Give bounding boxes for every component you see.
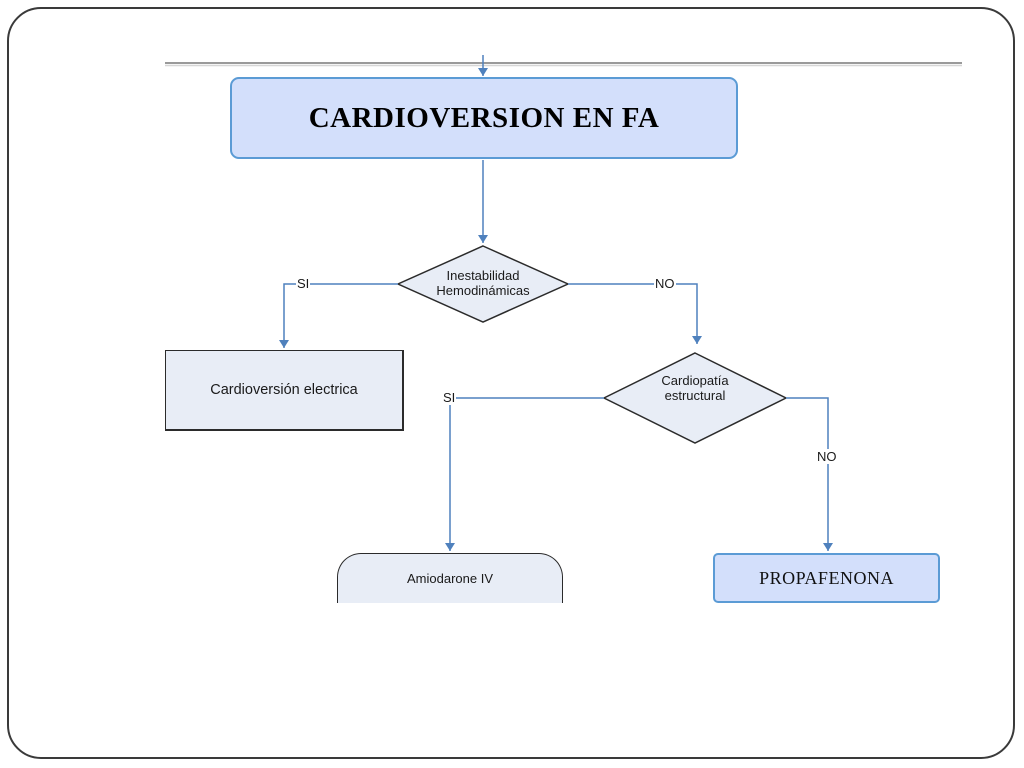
decision-1-line-2: Hemodinámicas xyxy=(436,283,530,298)
arrow-decision-1-no xyxy=(568,283,702,344)
decision-2-label: Cardiopatía estructural xyxy=(630,373,760,403)
decision-1-diamond xyxy=(396,245,570,323)
decision-1-yes-label: SI xyxy=(296,276,311,291)
arrow-decision-1-yes xyxy=(279,283,398,348)
decision-1-line-1: Inestabilidad xyxy=(446,268,520,283)
decision-2-diamond xyxy=(602,352,788,444)
decision-1-label: Inestabilidad Hemodinámicas xyxy=(418,268,548,298)
decision-2-line-1: Cardiopatía xyxy=(661,373,729,388)
arrow-decision-2-no xyxy=(786,397,833,551)
title-box: CARDIOVERSION EN FA xyxy=(230,77,738,159)
decision-1-no-label: NO xyxy=(654,276,676,291)
decision-2-yes-label: SI xyxy=(442,390,457,405)
propafenona-box: PROPAFENONA xyxy=(713,553,940,603)
arrow-decision-2-yes xyxy=(445,397,604,551)
decision-2-line-2: estructural xyxy=(664,388,726,403)
amiodarone-box: Amiodarone IV xyxy=(337,553,563,603)
cardioversion-electrica-box: Cardioversión electrica xyxy=(165,350,404,431)
decision-2-no-label: NO xyxy=(816,449,838,464)
